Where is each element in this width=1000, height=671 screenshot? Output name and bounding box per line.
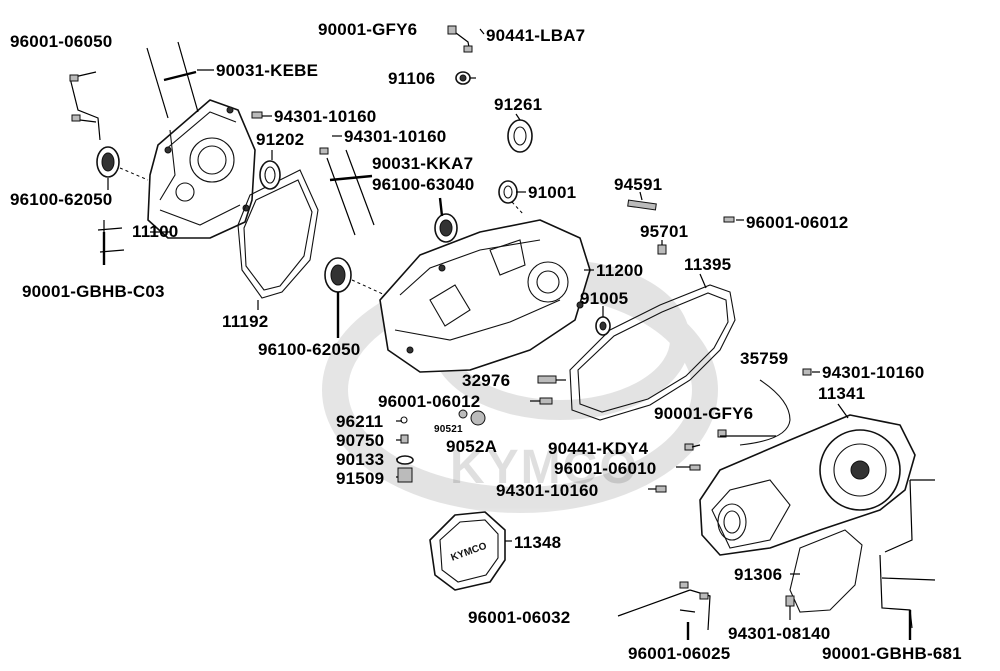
gasket-91306-part <box>789 529 863 613</box>
label-11200: 11200 <box>596 261 644 280</box>
label-94301-10160-lower: 94301-10160 <box>496 481 599 500</box>
label-90441-kdy4: 90441-KDY4 <box>548 439 649 458</box>
label-91306: 91306 <box>734 565 783 584</box>
bolt-96001-06012-mid <box>539 397 553 405</box>
label-96001-06025: 96001-06025 <box>628 644 731 663</box>
left-cover-11341-part <box>699 414 916 556</box>
label-90133: 90133 <box>336 450 385 469</box>
watermark-text: KYMCO <box>450 441 639 494</box>
breather-hose-35759 <box>739 379 791 446</box>
studs-kka7 <box>326 149 375 236</box>
label-96001-06012-right: 96001-06012 <box>746 213 849 232</box>
label-11100: 11100 <box>132 222 179 241</box>
label-94301-10160-a: 94301-10160 <box>274 107 377 126</box>
dowel-pin-94301-b <box>319 147 329 155</box>
cover-11348-part: KYMCO <box>429 511 506 591</box>
label-96100-62050-center: 96100-62050 <box>258 340 361 359</box>
bolt-96001-06012-right <box>723 216 735 223</box>
label-90031-kka7: 90031-KKA7 <box>372 154 474 173</box>
washer-90521 <box>458 409 468 419</box>
label-90001-gbhb-c03: 90001-GBHB-C03 <box>22 282 165 301</box>
label-96001-06050: 96001-06050 <box>10 32 113 51</box>
right-crankcase-part <box>379 219 591 373</box>
label-91106: 91106 <box>388 69 436 88</box>
washer-kdy4 <box>684 443 694 451</box>
part-32976 <box>537 375 557 384</box>
label-94301-08140: 94301-08140 <box>728 624 831 643</box>
bolts-gbhb-681 <box>879 479 936 640</box>
bearing-62050-center <box>324 257 386 296</box>
label-35759: 35759 <box>740 349 789 368</box>
label-32976: 32976 <box>462 371 511 390</box>
gasket-11192-part <box>237 169 319 299</box>
label-96001-06032: 96001-06032 <box>468 608 571 627</box>
label-94301-10160-b: 94301-10160 <box>344 127 447 146</box>
drain-plug-stack <box>396 416 414 483</box>
gasket-11395-part <box>569 284 736 421</box>
label-96100-63040: 96100-63040 <box>372 175 475 194</box>
label-91202: 91202 <box>256 130 305 149</box>
label-11395: 11395 <box>684 255 732 274</box>
part-94591 <box>627 199 657 211</box>
label-96100-62050-left: 96100-62050 <box>10 190 113 209</box>
label-9052a: 9052A <box>446 437 498 456</box>
pin-94301-10160-right <box>802 368 812 376</box>
bolts-gbhb-c03 <box>97 220 125 265</box>
oil-seal-91261 <box>507 119 533 153</box>
label-11192: 11192 <box>222 312 269 331</box>
pin-94301-08140 <box>785 595 795 607</box>
bolt-96001-06010 <box>689 464 701 471</box>
part-95701 <box>657 244 667 255</box>
label-91005: 91005 <box>580 289 629 308</box>
label-91001: 91001 <box>528 183 577 202</box>
leader-lines <box>107 28 849 620</box>
label-91509: 91509 <box>336 469 385 488</box>
label-90001-gbhb-681: 90001-GBHB-681 <box>822 644 962 663</box>
label-96001-06012-mid: 96001-06012 <box>378 392 481 411</box>
bolts-96001-06050 <box>69 71 101 141</box>
label-90001-gfy6-lower: 90001-GFY6 <box>654 404 754 423</box>
label-90521: 90521 <box>434 424 463 435</box>
stud-bolts-kebe <box>146 41 199 119</box>
label-94591: 94591 <box>614 175 663 194</box>
plug-9052A <box>470 410 486 426</box>
label-90750: 90750 <box>336 431 385 450</box>
label-90031-kebe: 90031-KEBE <box>216 61 319 80</box>
label-90441-lba7: 90441-LBA7 <box>486 26 586 45</box>
bearing-63040 <box>434 213 458 243</box>
label-96001-06010: 96001-06010 <box>554 459 657 478</box>
seal-91106 <box>455 71 471 85</box>
pin-94301-10160-lower <box>655 485 667 493</box>
label-96211: 96211 <box>336 412 384 431</box>
oil-seal-91202 <box>259 160 281 190</box>
bolts-96001-060xx <box>617 581 711 640</box>
oil-seal-91001 <box>498 180 525 216</box>
bearing-62050-left <box>96 146 149 181</box>
left-crankcase-part <box>147 99 256 239</box>
label-95701: 95701 <box>640 222 689 241</box>
label-11341: 11341 <box>818 384 866 403</box>
label-94301-10160-right: 94301-10160 <box>822 363 925 382</box>
label-11348: 11348 <box>514 533 562 552</box>
bolt-gfy6-lower <box>717 429 727 438</box>
bolt-gfy6-top <box>447 25 473 53</box>
label-91261: 91261 <box>494 95 543 114</box>
dowel-pin-94301-a <box>251 111 263 119</box>
label-90001-gfy6-top: 90001-GFY6 <box>318 20 418 39</box>
